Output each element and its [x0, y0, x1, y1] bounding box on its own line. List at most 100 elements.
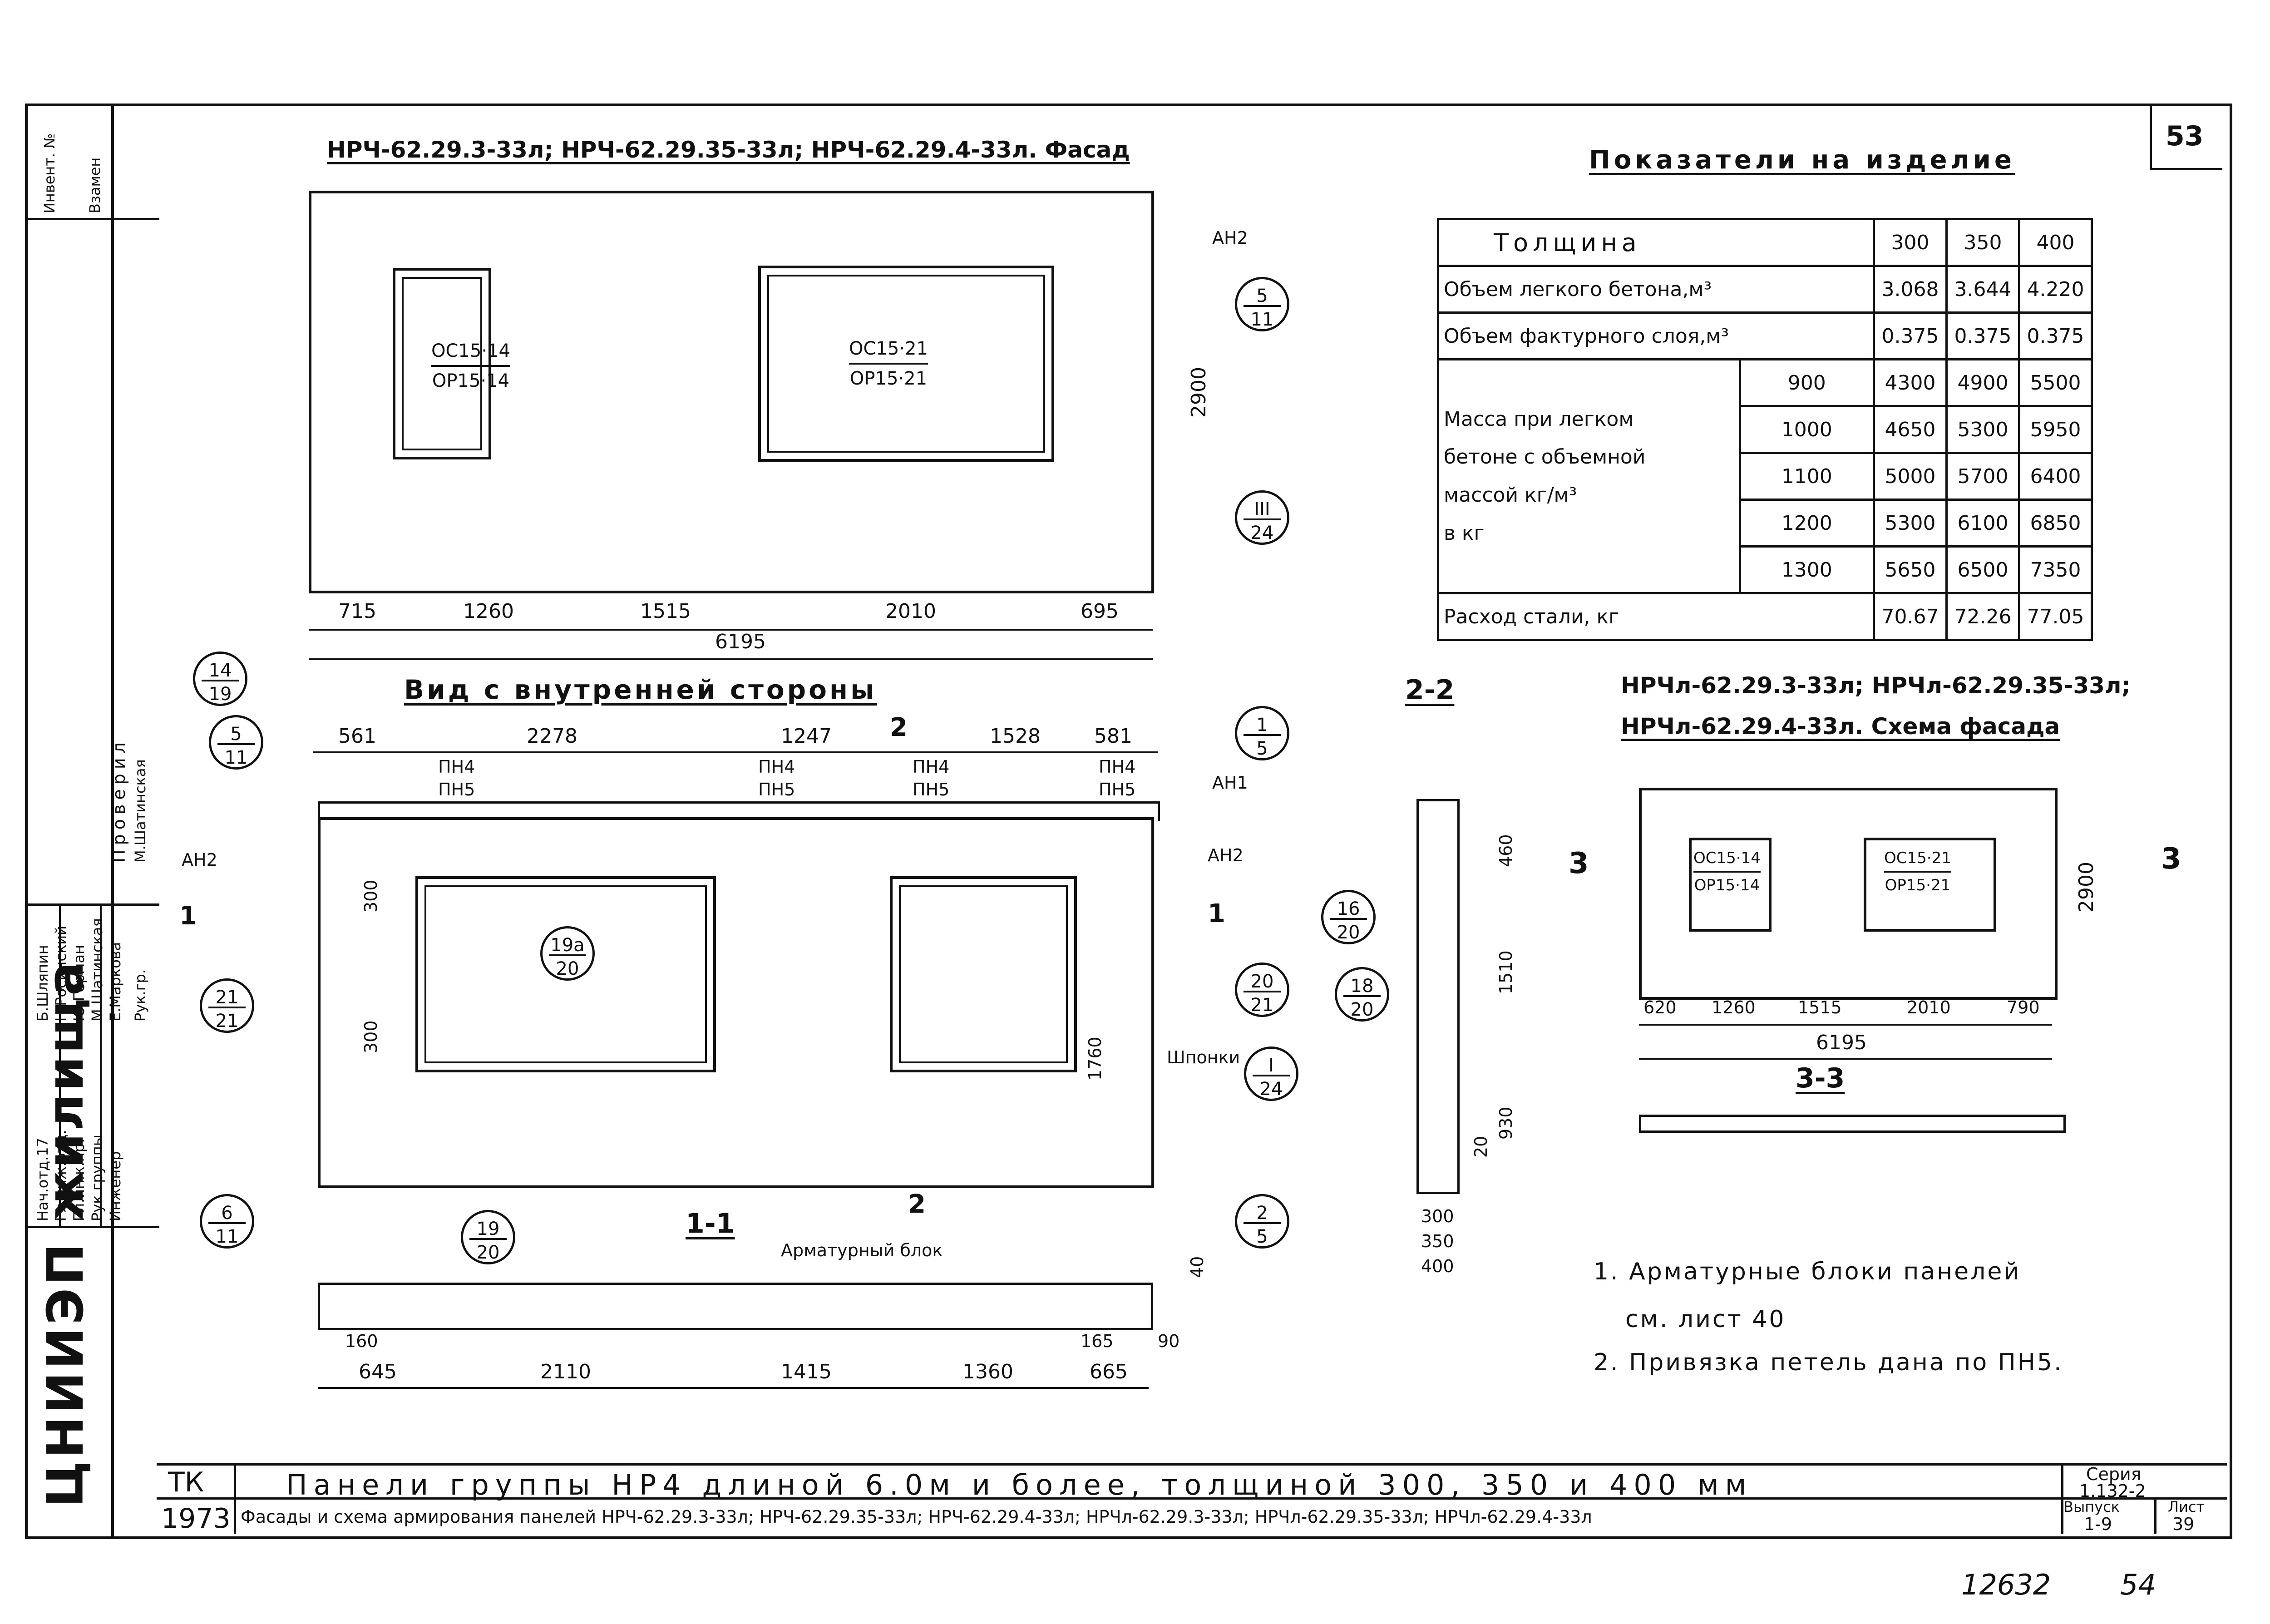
- inner-tag-ah2-left: АН2: [182, 850, 217, 870]
- name-4: Е.Маркова: [107, 942, 124, 1022]
- inner-top-strip: [318, 801, 1160, 821]
- inner-tag-ah2-right: АН2: [1208, 845, 1244, 865]
- note-1: 1. Арматурные блоки панелей: [1594, 1258, 2021, 1285]
- mass-label-line: в кг: [1444, 521, 1485, 545]
- section-11-dim-90: 90: [1158, 1331, 1180, 1351]
- footer-page: 54: [2120, 1568, 2156, 1601]
- inner-window-right: [890, 876, 1077, 1072]
- mass-row-1300: 1300 5650 6500 7350: [1438, 545, 2093, 594]
- mass-row-1000: 1000 4650 5300 5950: [1438, 405, 2093, 454]
- cell: 6400: [2018, 452, 2093, 501]
- loop-tag-2-upper: ПН4: [758, 757, 795, 777]
- section-11-dim-3: 1360: [962, 1360, 1013, 1383]
- indicators-row-facing: Объем фактурного слоя,м³ 0.375 0.375 0.3…: [1437, 311, 2093, 360]
- section-22-dim-20: 20: [1471, 1135, 1491, 1158]
- loop-tag-2-lower: ПН5: [758, 780, 795, 800]
- indicators-row-volume: Объем легкого бетона,м³ 3.068 3.644 4.22…: [1437, 265, 2093, 314]
- cell: 6100: [1945, 499, 2020, 548]
- section-11-title: 1-1: [686, 1208, 735, 1239]
- section-11-dim-40: 40: [1187, 1256, 1207, 1278]
- row-label-steel: Расход стали, кг: [1437, 592, 1875, 641]
- section-22-dim-460: 460: [1496, 834, 1516, 867]
- cell: 4.220: [2018, 265, 2093, 314]
- cell: 4900: [1945, 358, 2020, 407]
- cell: 72.26: [1945, 592, 2020, 641]
- cell: 7350: [2018, 545, 2093, 594]
- stub-label-vzamen: Взамен: [86, 157, 104, 213]
- facade-dim-2: 1515: [640, 600, 691, 623]
- section-11-dim-4: 665: [1090, 1360, 1128, 1383]
- scheme-mark-left: 3: [1569, 847, 1589, 880]
- facade-dim-1: 1260: [463, 600, 514, 623]
- inner-view-title: Вид с внутренней стороны: [404, 674, 877, 705]
- density: 1300: [1738, 545, 1875, 594]
- mass-label-line: массой кг/м³: [1444, 484, 1577, 507]
- scheme-title-line1: НРЧл-62.29.3-33л; НРЧл-62.29.35-33л;: [1621, 672, 2131, 699]
- tb-issue-label: Выпуск: [2063, 1498, 2120, 1515]
- footer-number: 12632: [1961, 1568, 2051, 1601]
- tb-series: 1.132-2: [2079, 1481, 2146, 1501]
- mass-row-900: Масса при легком бетоне с объемной массо…: [1437, 358, 2093, 594]
- cell: 4650: [1873, 405, 1948, 454]
- title-block: [157, 1463, 2227, 1536]
- loop-tag-4-upper: ПН4: [1099, 757, 1136, 777]
- cell: 0.375: [1945, 311, 2020, 360]
- mass-label-line: бетоне с объемной: [1444, 445, 1646, 469]
- sheet-frame: [111, 104, 2232, 1539]
- inner-panel: [318, 817, 1154, 1188]
- section-22-thickness-400: 400: [1421, 1256, 1454, 1276]
- inner-shponki-label: Шпонки: [1167, 1047, 1240, 1067]
- checked-label: Проверил: [109, 738, 129, 863]
- scheme-dim-3: 2010: [1907, 997, 1951, 1017]
- note-1-continued: см. лист 40: [1625, 1306, 1786, 1333]
- stub-col-line-2: [100, 903, 102, 1226]
- cell: 5950: [2018, 405, 2093, 454]
- density: 1100: [1738, 452, 1875, 501]
- scheme-title-line2: НРЧл-62.29.4-33л. Схема фасада: [1621, 713, 2060, 740]
- section-11-dim-160: 160: [345, 1331, 378, 1351]
- title-block-mid: [157, 1497, 2227, 1500]
- density: 1000: [1738, 405, 1875, 454]
- section-11-label: Арматурный блок: [781, 1240, 943, 1260]
- inner-top-dim-2: 1247: [781, 725, 832, 748]
- scheme-window-right: [1864, 838, 1996, 932]
- tb-year: 1973: [161, 1503, 231, 1535]
- mass-row-1100: 1100 5000 5700 6400: [1438, 452, 2093, 501]
- loop-tag-4-lower: ПН5: [1099, 780, 1136, 800]
- cell: 5300: [1873, 499, 1948, 548]
- cell: 5000: [1873, 452, 1948, 501]
- cell: 6500: [1945, 545, 2020, 594]
- loop-tag-1-lower: ПН5: [438, 780, 475, 800]
- scheme-dim-0: 620: [1643, 997, 1677, 1017]
- indicators-title: Показатели на изделие: [1589, 145, 2015, 175]
- section-22-title: 2-2: [1405, 674, 1455, 706]
- tb-title: Панели группы НР4 длиной 6.0м и более, т…: [286, 1468, 1753, 1501]
- cell: 0.375: [1873, 311, 1948, 360]
- indicators-row-steel: Расход стали, кг 70.67 72.26 77.05: [1437, 592, 2093, 641]
- inner-window-left: [415, 876, 716, 1072]
- scheme-mark-right: 3: [2161, 842, 2181, 876]
- cell: 4300: [1873, 358, 1948, 407]
- left-stub-column: [25, 104, 162, 1539]
- density: 1200: [1738, 499, 1875, 548]
- title-block-col-2: [2061, 1463, 2063, 1534]
- inner-top-dim-1: 2278: [527, 725, 577, 748]
- stub-divider-2: [25, 903, 159, 906]
- cell: 70.67: [1873, 592, 1948, 641]
- scheme-section-profile: [1639, 1115, 2066, 1133]
